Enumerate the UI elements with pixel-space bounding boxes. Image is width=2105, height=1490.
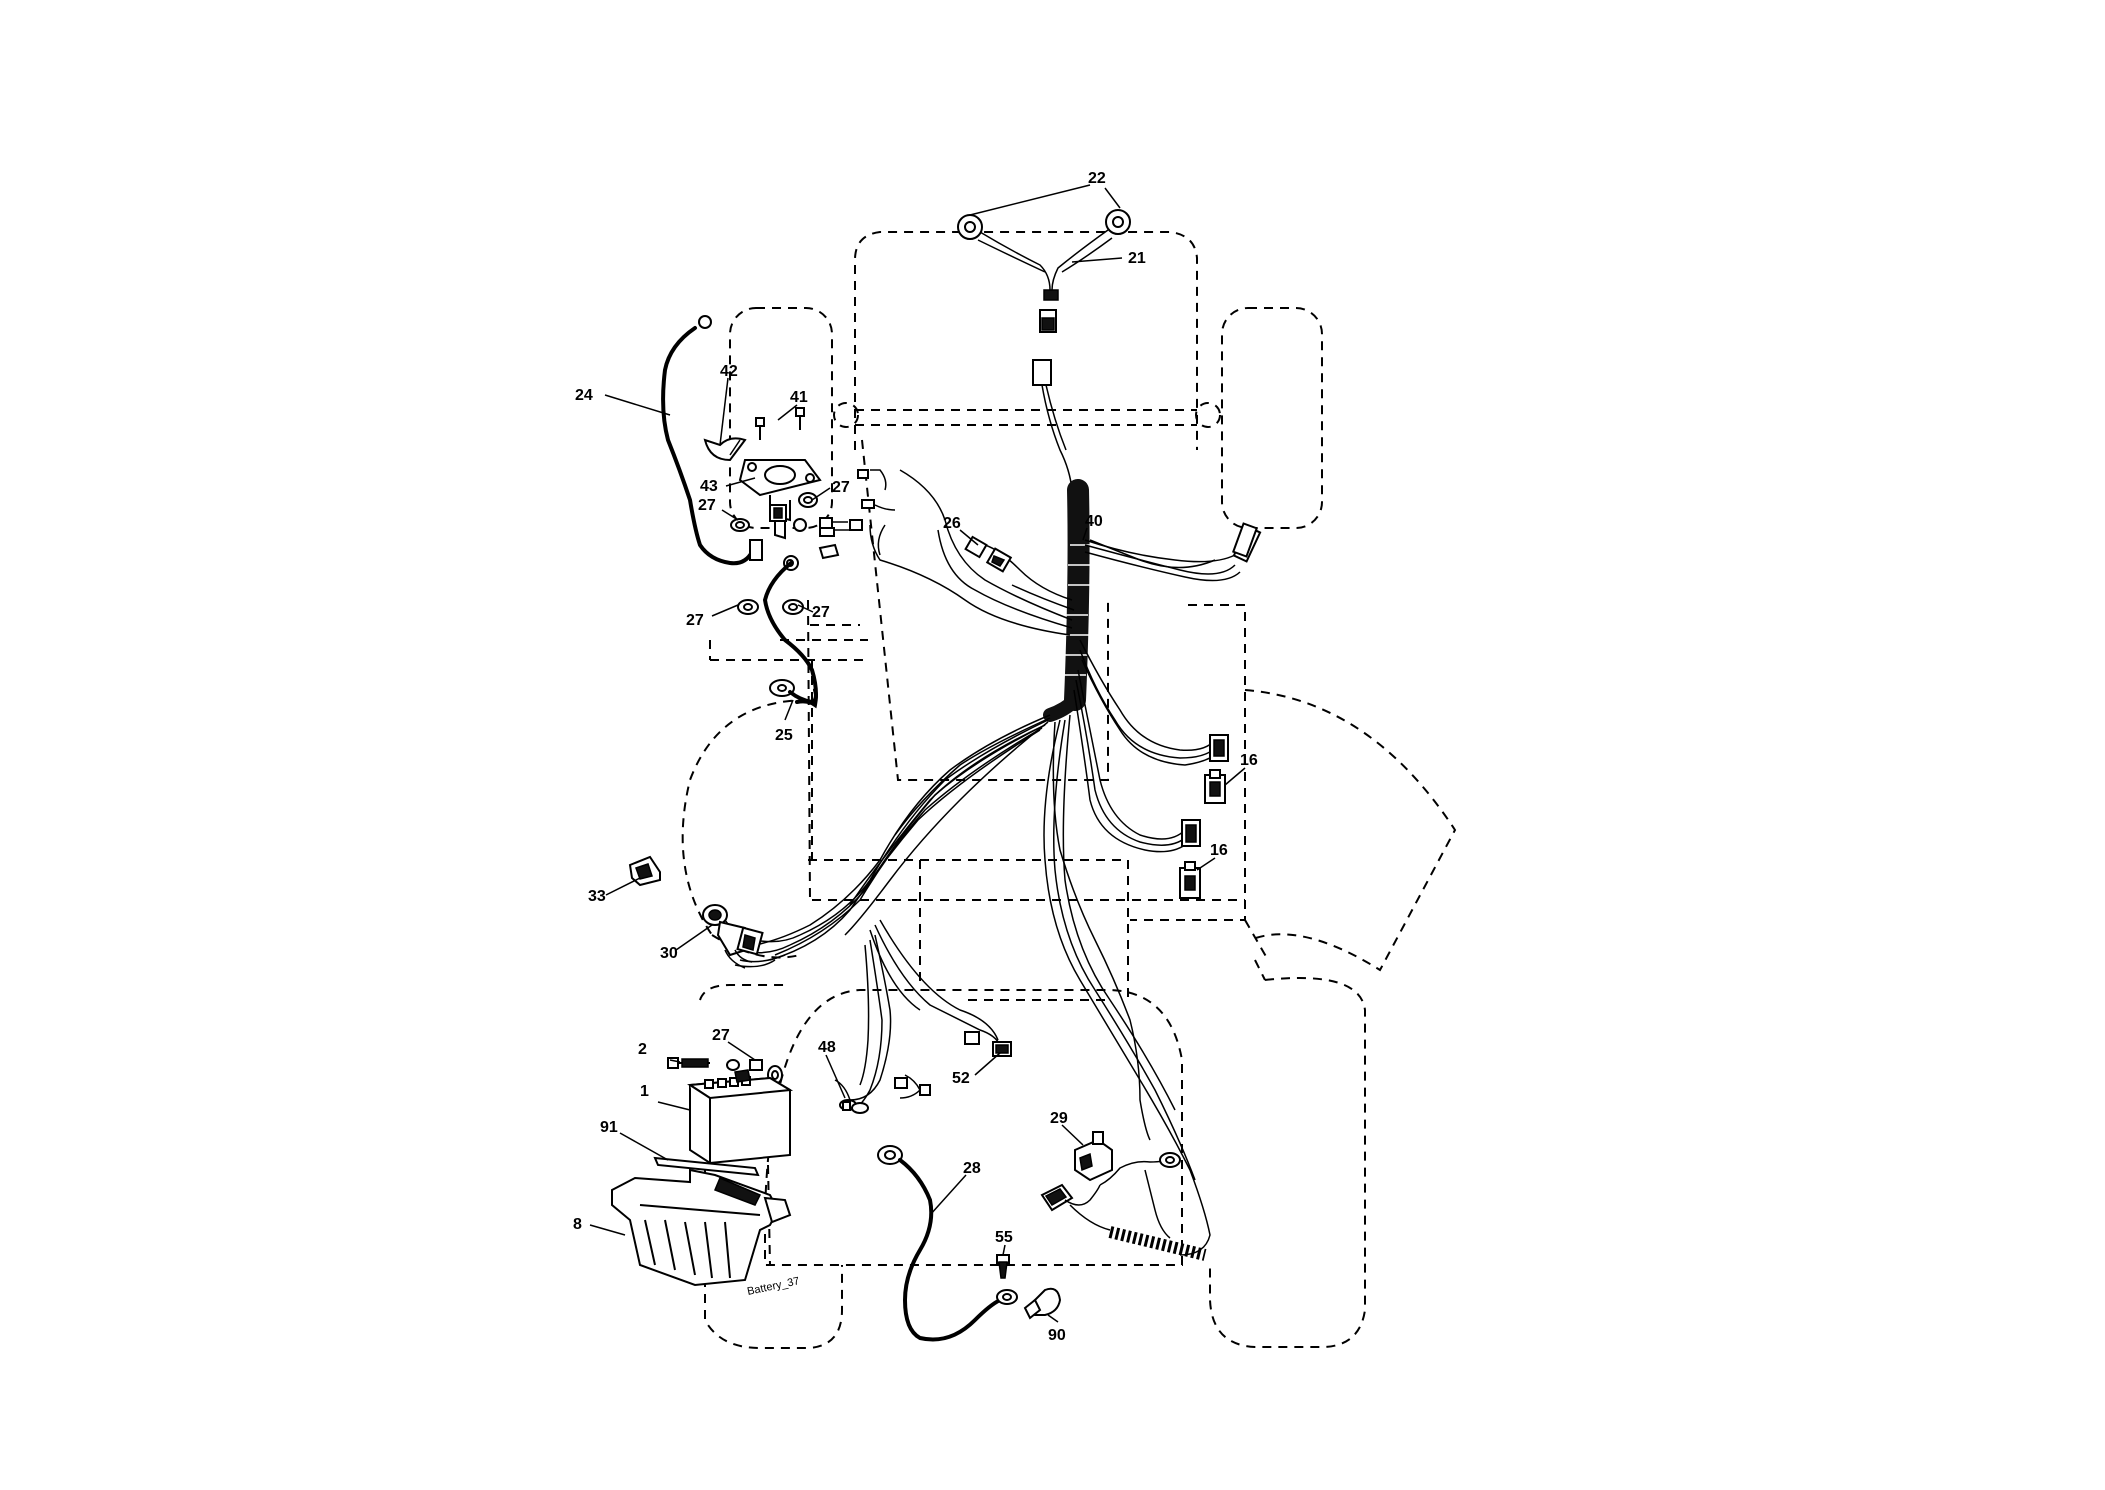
battery-tray-8 <box>611 1168 792 1287</box>
callout-30: 30 <box>660 945 678 962</box>
callout-48: 48 <box>818 1039 836 1056</box>
callout-42: 42 <box>720 363 738 380</box>
battery-cable-24 <box>661 315 763 566</box>
main-harness-conduit <box>1043 479 1090 722</box>
callout-40: 40 <box>1085 513 1103 530</box>
drawing-stamp: Battery_37 <box>746 1275 801 1298</box>
leader-lines <box>589 184 1246 1323</box>
lamp-48 <box>834 1079 869 1114</box>
battery-1 <box>667 1057 794 1165</box>
connector-16-lower <box>1179 819 1201 899</box>
callout-27-d: 27 <box>812 604 830 621</box>
right-connector <box>1089 522 1258 569</box>
callout-52: 52 <box>952 1070 970 1087</box>
callout-2: 2 <box>638 1041 647 1058</box>
callout-91: 91 <box>600 1119 618 1136</box>
callout-27-e: 27 <box>712 1027 730 1044</box>
coiled-cord <box>1040 1152 1207 1261</box>
strap-91 <box>653 1156 760 1177</box>
callout-41: 41 <box>790 389 808 406</box>
callout-90: 90 <box>1048 1327 1066 1344</box>
connector-16-upper <box>1204 734 1229 804</box>
callout-24: 24 <box>575 387 593 404</box>
switch-29 <box>1074 1131 1113 1182</box>
callout-33: 33 <box>588 888 606 905</box>
headlight-assembly <box>957 209 1131 491</box>
callout-8: 8 <box>573 1216 582 1233</box>
ground-cable-25 <box>737 561 818 709</box>
callout-21: 21 <box>1128 250 1146 267</box>
bulb-90 <box>1023 1287 1062 1320</box>
callout-28: 28 <box>963 1160 981 1177</box>
callout-27-c: 27 <box>686 612 704 629</box>
callout-43: 43 <box>700 478 718 495</box>
callout-27-a: 27 <box>832 479 850 496</box>
callout-55: 55 <box>995 1229 1013 1246</box>
harness-branches <box>819 469 1262 636</box>
callout-22: 22 <box>1088 170 1106 187</box>
lower-harness-wires <box>724 639 1216 1256</box>
lamp-52 <box>894 1031 1012 1099</box>
callout-26: 26 <box>943 515 961 532</box>
callout-16-lower: 16 <box>1210 842 1228 859</box>
tractor-outline <box>681 231 1457 1349</box>
solenoid-assembly <box>703 407 863 571</box>
part-33-bracket <box>628 855 661 887</box>
ignition-switch-30 <box>702 904 764 969</box>
callout-1: 1 <box>640 1083 649 1100</box>
callout-16-upper: 16 <box>1240 752 1258 769</box>
callout-27-b: 27 <box>698 497 716 514</box>
callout-29: 29 <box>1050 1110 1068 1127</box>
ground-cable-28 <box>877 1145 1018 1342</box>
callout-25: 25 <box>775 727 793 744</box>
screw-55 <box>996 1254 1010 1279</box>
